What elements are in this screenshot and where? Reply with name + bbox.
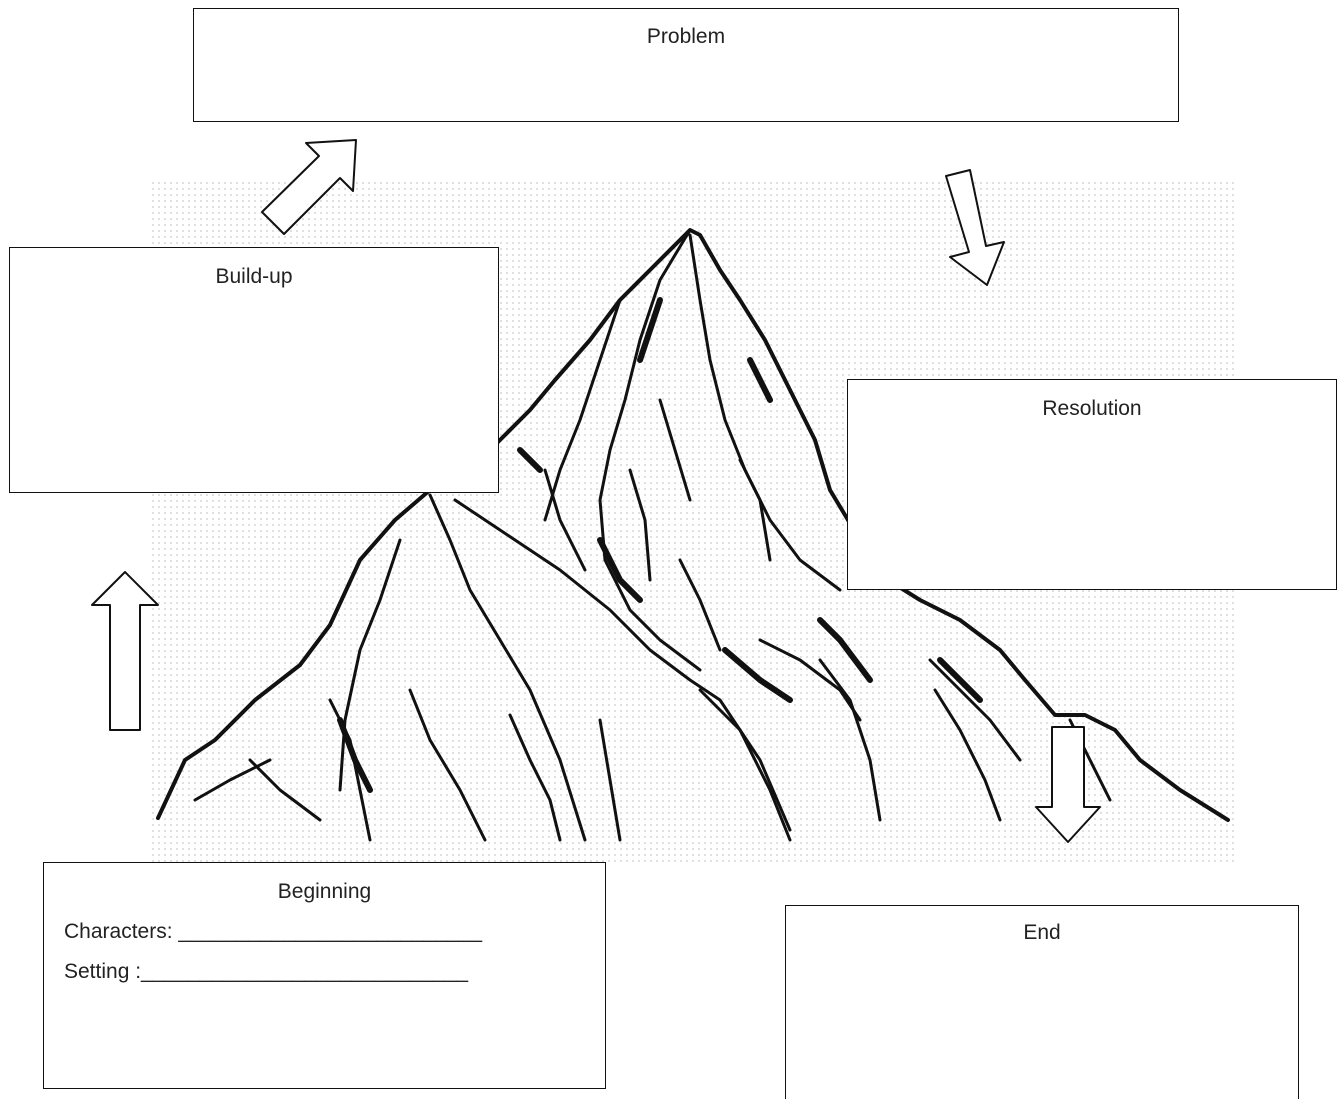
characters-field: Characters: __________________________ — [64, 920, 483, 943]
buildup-box: Build-up — [9, 247, 499, 493]
beginning-box: Beginning Characters: __________________… — [43, 862, 606, 1089]
setting-field: Setting :____________________________ — [64, 960, 469, 983]
mountain-shadows — [337, 297, 983, 793]
mountain-outline — [156, 228, 1230, 822]
arrow-down-right — [945, 169, 1005, 286]
problem-box: Problem — [193, 8, 1179, 122]
arrow-up-right — [261, 139, 357, 235]
resolution-title: Resolution — [1042, 397, 1142, 420]
mountain-ridges — [193, 228, 1112, 842]
resolution-box: Resolution — [847, 379, 1337, 590]
beginning-title: Beginning — [277, 880, 372, 903]
problem-title: Problem — [646, 25, 726, 48]
buildup-title: Build-up — [215, 265, 293, 288]
arrow-down-end — [1035, 726, 1101, 843]
end-box: End — [785, 905, 1299, 1099]
end-title: End — [1023, 921, 1061, 944]
arrow-up-left — [91, 571, 159, 731]
